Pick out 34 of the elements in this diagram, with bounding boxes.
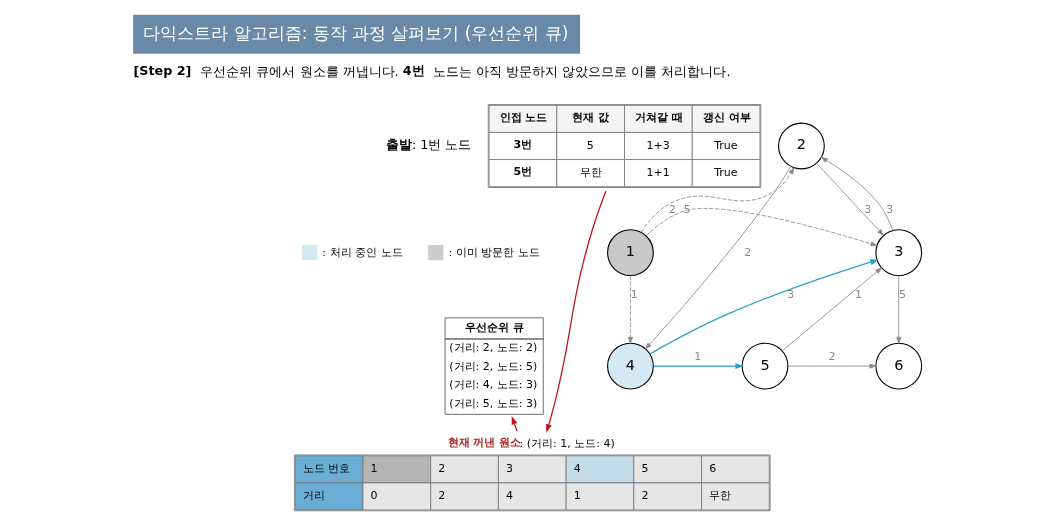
node-circle: 5 bbox=[741, 342, 788, 390]
edge-label: 1 bbox=[854, 287, 862, 301]
node-circle: 1 bbox=[606, 229, 654, 277]
diagram-title: 다익스트라 알고리즘: 동작 과정 살펴보기 (우선순위 큐) bbox=[142, 22, 568, 43]
label: 출발: 1번 노드 bbox=[385, 136, 471, 153]
arrow bbox=[644, 165, 791, 350]
arrow bbox=[787, 363, 876, 369]
arrow bbox=[545, 190, 607, 433]
edge-label: 3 bbox=[786, 287, 794, 301]
edge-label: 2 bbox=[743, 245, 751, 259]
arrow bbox=[781, 267, 882, 352]
legend-label: : 처리 중인 노드 bbox=[321, 245, 403, 259]
arrow bbox=[652, 363, 744, 370]
edge-label: 1 bbox=[630, 287, 638, 301]
arrow bbox=[627, 275, 633, 344]
edge-label: 2 bbox=[668, 203, 676, 217]
edge-label: 5 bbox=[898, 287, 906, 301]
arrow bbox=[645, 207, 877, 247]
arrow bbox=[511, 415, 518, 432]
edge-label: 5 bbox=[683, 203, 691, 217]
edge-label: 3 bbox=[863, 203, 871, 217]
arrow bbox=[895, 275, 901, 344]
edge-label: 2 bbox=[827, 350, 835, 364]
node-label: 현재 꺼낸 원소: (거리: 1, 노드: 4) bbox=[447, 435, 615, 450]
label: [Step 2] 우선순위 큐에서 원소를 꺼냅니다. 4번 노드는 아직 방문하지 않았으므로 이를 처리합니다. bbox=[133, 62, 730, 79]
arrow bbox=[640, 167, 794, 233]
arrow bbox=[820, 157, 893, 231]
arrow bbox=[648, 259, 879, 355]
edge-label: 3 bbox=[885, 203, 893, 217]
node-circle: 6 bbox=[874, 342, 922, 390]
edge-label: 1 bbox=[693, 350, 701, 364]
arrow bbox=[815, 162, 884, 236]
node-circle: 2 bbox=[777, 122, 825, 170]
legend-label: : 이미 방문한 노드 bbox=[447, 245, 540, 259]
